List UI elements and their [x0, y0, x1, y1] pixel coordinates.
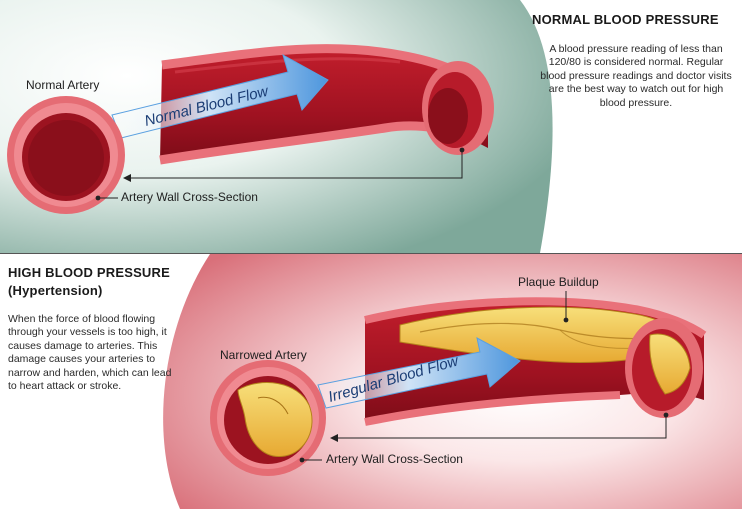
high-title: HIGH BLOOD PRESSURE	[8, 265, 170, 280]
narrowed-artery-label: Narrowed Artery	[220, 348, 307, 362]
normal-flow-arrow	[111, 53, 329, 139]
narrowed-cross-section	[210, 360, 326, 476]
normal-title: NORMAL BLOOD PRESSURE	[532, 12, 719, 27]
high-connector-line	[336, 415, 667, 439]
normal-panel: Normal Blood Flow	[0, 0, 742, 254]
high-connector-arrowhead	[330, 434, 338, 442]
plaque-label: Plaque Buildup	[518, 275, 599, 289]
normal-cross-section	[7, 96, 125, 214]
normal-artery-label: Normal Artery	[26, 78, 100, 92]
normal-description: A blood pressure reading of less than 12…	[540, 43, 732, 109]
cross-section-plaque	[237, 382, 313, 457]
high-description: When the force of blood flowing through …	[8, 313, 172, 393]
normal-vessel	[159, 44, 494, 165]
high-panel: Irregular Blood Flow	[163, 254, 742, 509]
normal-cross-section-label: Artery Wall Cross-Section	[121, 190, 258, 204]
normal-connector-line	[128, 150, 463, 179]
normal-connector-arrowhead	[123, 174, 131, 182]
high-flow-arrow	[317, 337, 521, 409]
high-cross-section-label: Artery Wall Cross-Section	[326, 452, 463, 466]
high-subtitle: (Hypertension)	[8, 283, 103, 298]
